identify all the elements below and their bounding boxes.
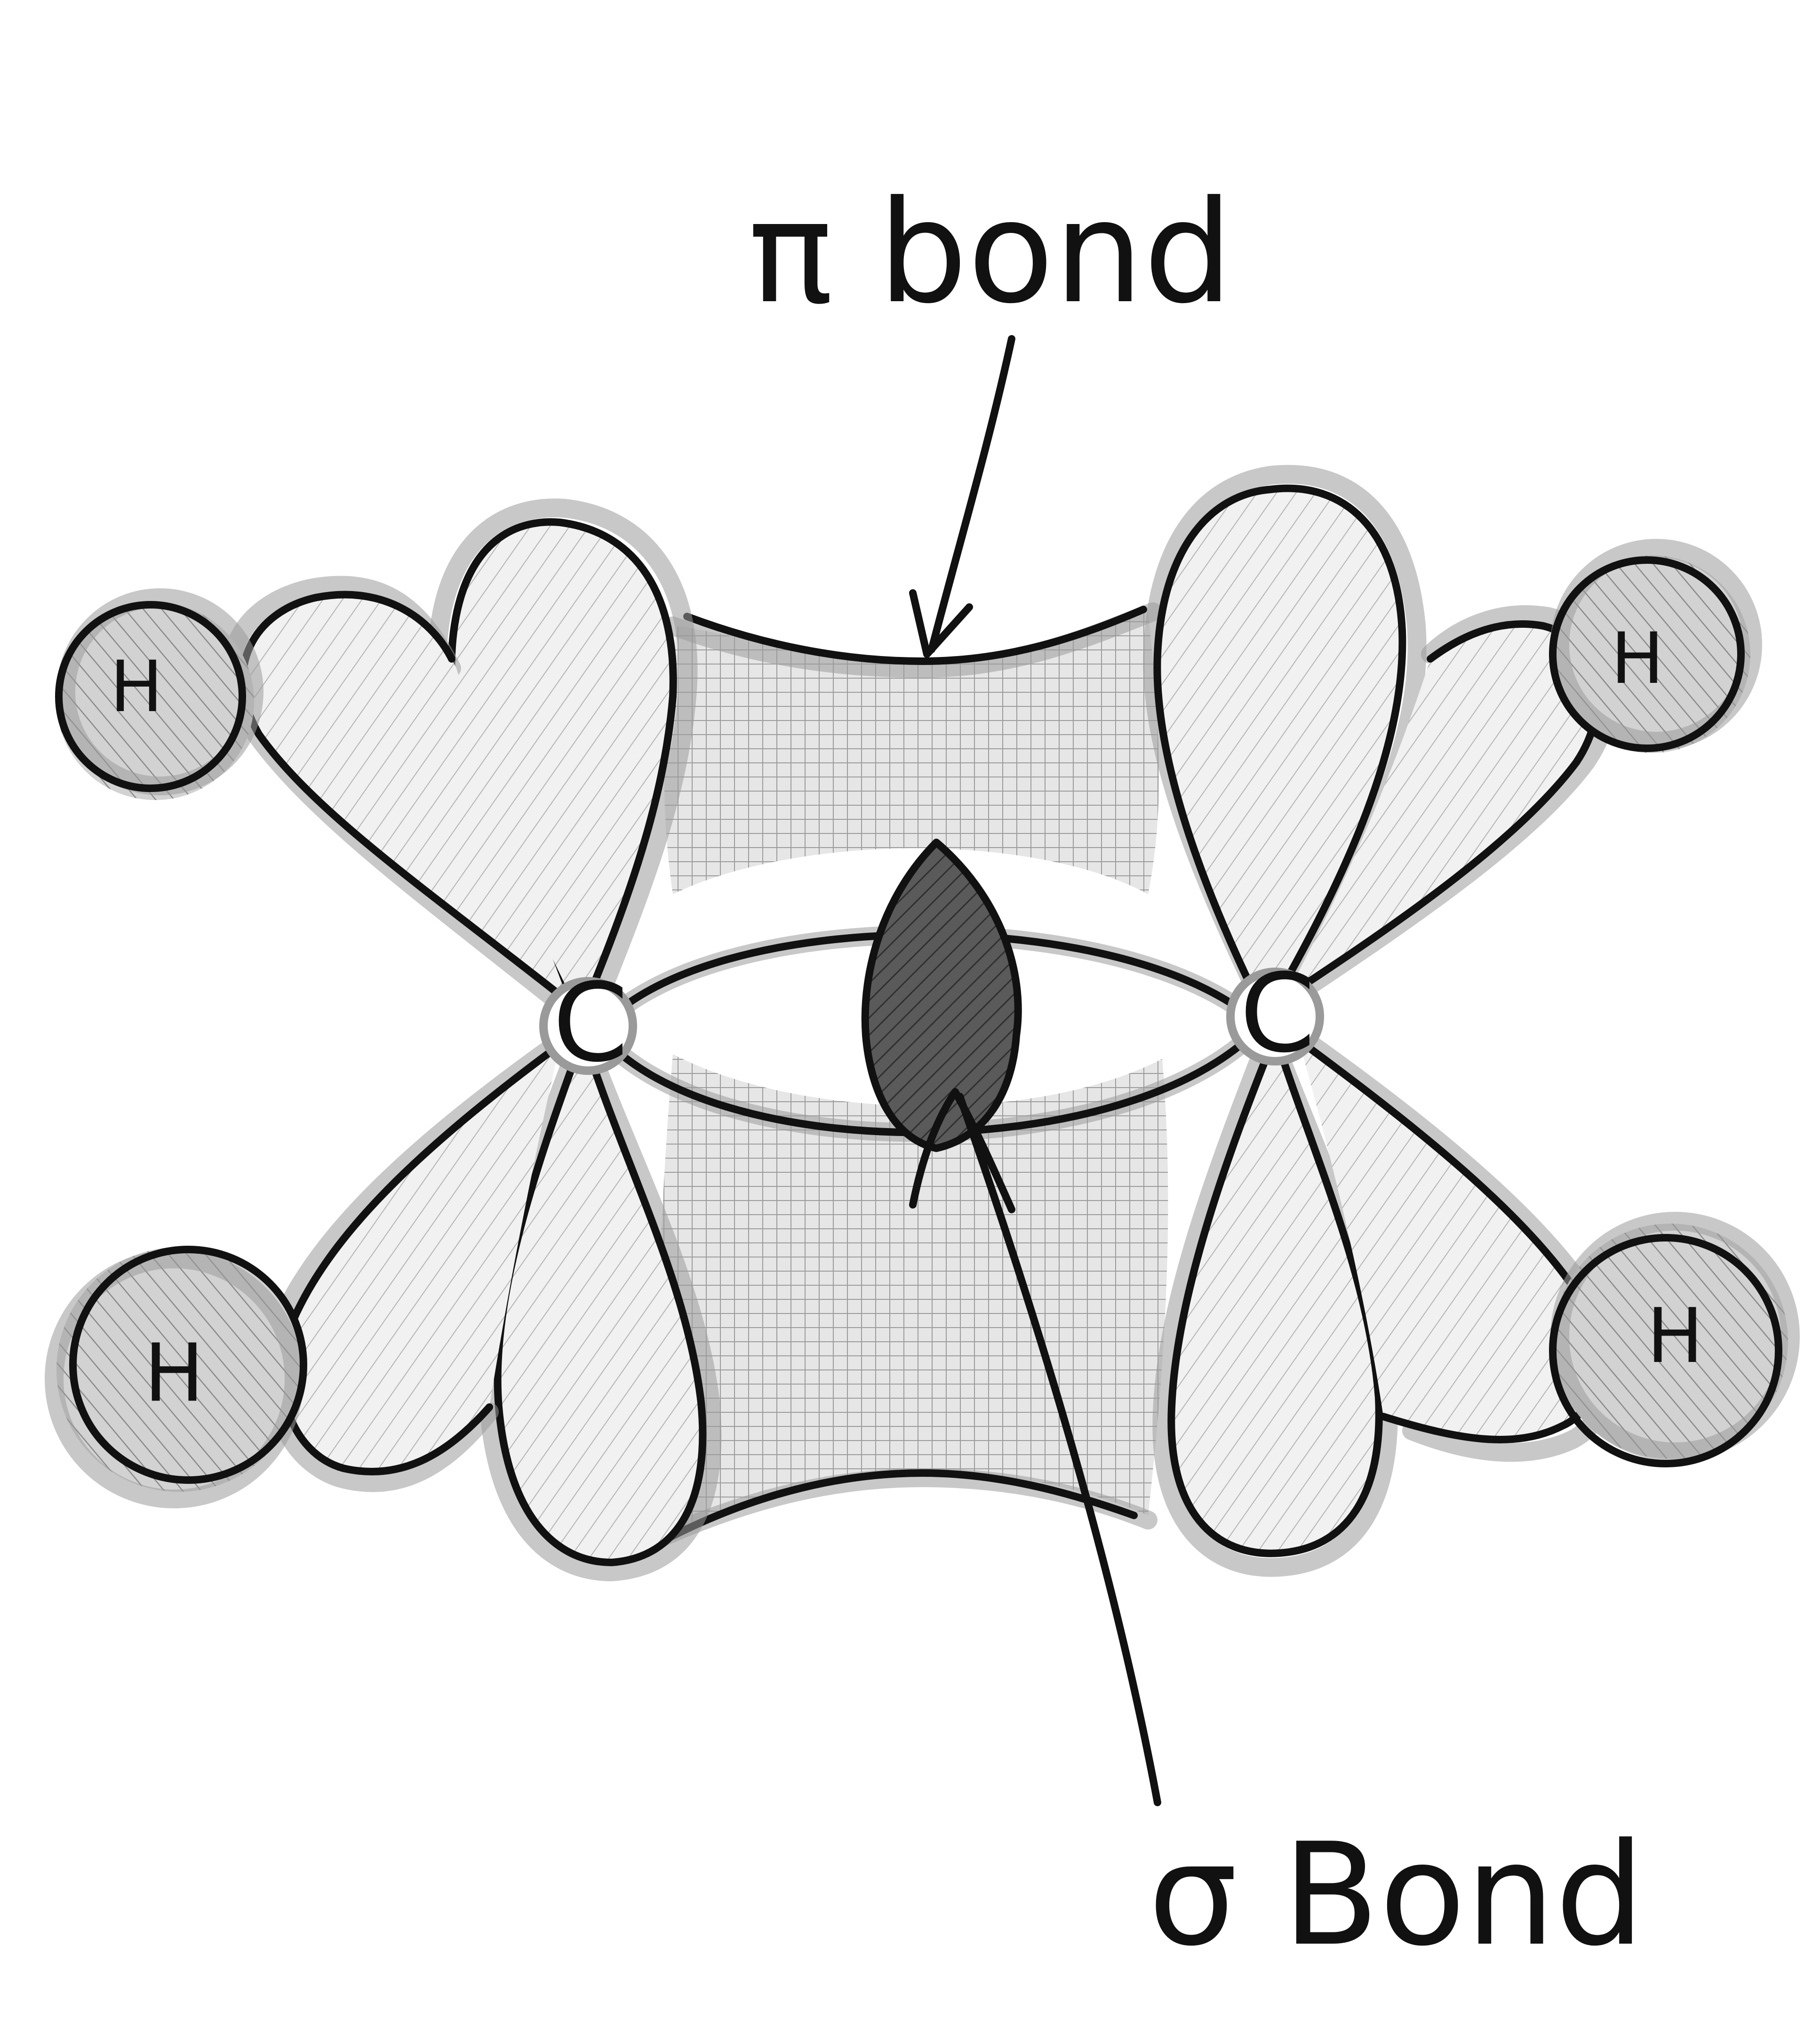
pi-bond-region	[646, 602, 1168, 1552]
carbon-left-label: C	[553, 961, 629, 1086]
hydrogen-bottom-left-outline	[69, 1246, 307, 1484]
hydrogen-bottom-right: H	[1549, 1212, 1800, 1467]
carbon-right-label: C	[1240, 951, 1316, 1077]
hydrogen-bottom-left: H	[45, 1246, 307, 1508]
sigma-bond-label: σ Bond	[1148, 1813, 1644, 1977]
hydrogen-bottom-left-label: H	[144, 1327, 204, 1420]
right-p-lower-lobe-fill	[1171, 1035, 1379, 1554]
hydrogen-bottom-right-fill	[1553, 1224, 1788, 1459]
hydrogen-top-right-shadow	[1550, 539, 1762, 751]
left-sp2-lower-fill	[282, 1045, 560, 1472]
right-p-upper-lobe-fill	[1157, 488, 1403, 1017]
pi-bond-bottom-arc	[646, 1469, 1138, 1552]
left-p-upper-lobe-fill	[451, 522, 673, 1021]
hydrogen-top-right-outline	[1549, 556, 1745, 752]
left-sp2-upper-fill	[243, 594, 569, 1002]
right-p-upper-lobe	[1153, 484, 1406, 1020]
sigma-bond-core	[865, 842, 1018, 1148]
right-p-lower-lobe	[1167, 1032, 1383, 1557]
pi-bond-label: π bond	[748, 170, 1233, 335]
hydrogen-top-left-label: H	[110, 646, 163, 728]
left-p-lower-lobe-fill	[497, 1035, 703, 1562]
carbon-right-orbitals	[1143, 464, 1620, 1577]
sigma-bond-core-outline	[861, 839, 1022, 1152]
hydrogen-top-left-fill	[56, 602, 254, 800]
hydrogen-bottom-right-shadow	[1550, 1212, 1800, 1461]
carbon-left-orbitals	[222, 498, 722, 1581]
pi-bond-top-arc-shadow	[663, 602, 1162, 678]
hydrogen-top-right: H	[1549, 539, 1762, 753]
carbon-right-halo	[1226, 968, 1324, 1065]
right-sp2-upper-fill	[1285, 624, 1597, 998]
hydrogen-bottom-left-fill	[56, 1247, 301, 1492]
pi-bond-top-lobe	[664, 612, 1159, 894]
hydrogen-bottom-right-label: H	[1647, 1292, 1703, 1380]
pi-bond-arrow-shaft	[928, 335, 1015, 653]
carbon-right: C	[1226, 951, 1324, 1077]
pi-bond-top-arc	[683, 606, 1147, 665]
sigma-bond-arrow-shaft	[956, 1093, 1161, 1806]
hydrogen-top-right-label: H	[1611, 618, 1664, 700]
sigma-bond-arrow	[909, 1088, 1161, 1806]
carbon-left-halo	[539, 977, 637, 1075]
pi-bond-bottom-lobe	[657, 1054, 1168, 1539]
sigma-bond-arrow-head	[909, 1088, 1015, 1213]
hydrogen-top-right-fill	[1553, 555, 1750, 753]
carbon-left: C	[539, 961, 637, 1086]
hydrogen-bottom-left-shadow	[45, 1249, 303, 1508]
hydrogen-bottom-right-outline	[1549, 1234, 1782, 1467]
pi-bond-arrow-head	[909, 589, 973, 658]
pi-bond-arrow	[909, 335, 1015, 658]
hydrogen-top-left: H	[55, 588, 263, 800]
hydrogen-top-left-outline	[55, 601, 246, 792]
right-sp2-lower-fill	[1299, 1040, 1597, 1440]
